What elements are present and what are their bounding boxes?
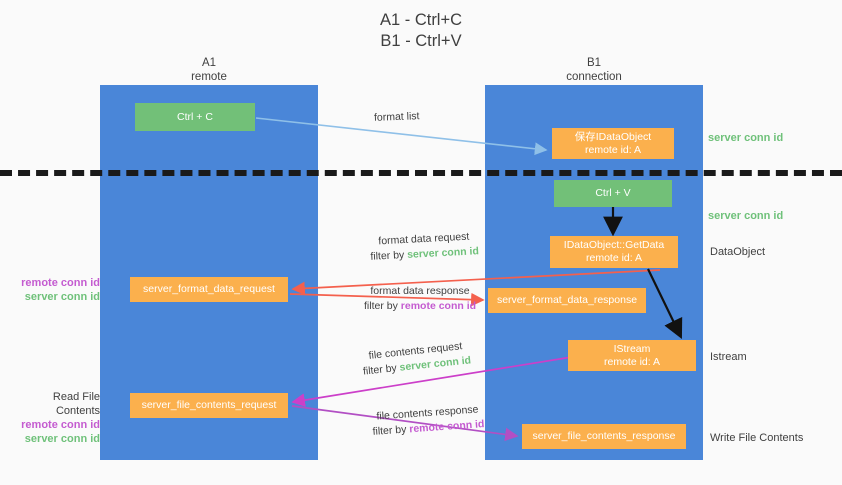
filter-prefix: filter by bbox=[364, 300, 401, 312]
note-middle-conn-ids: remote conn id server conn id bbox=[10, 276, 100, 304]
title-line-2: B1 - Ctrl+V bbox=[380, 32, 462, 50]
edge-label-file-contents-request: file contents request filter by server c… bbox=[361, 338, 472, 379]
box-ctrl-v-label: Ctrl + V bbox=[595, 187, 631, 199]
lane-header-a1: A1 remote bbox=[119, 57, 299, 84]
lane-header-b1-sub: connection bbox=[566, 70, 622, 83]
box-ctrl-c[interactable]: Ctrl + C bbox=[135, 103, 255, 131]
edge-label-file-contents-response: file contents response filter by remote … bbox=[371, 402, 485, 440]
box-server-file-contents-request[interactable]: server_file_contents_request bbox=[130, 393, 288, 418]
box-server-file-contents-response-label: server_file_contents_response bbox=[532, 430, 676, 442]
separator-dashed-line bbox=[0, 170, 842, 176]
lane-header-b1: B1 connection bbox=[504, 57, 684, 84]
box-istream-remote-id: remote id: A bbox=[603, 355, 661, 368]
filter-id-remote-conn-id: remote conn id bbox=[408, 418, 485, 436]
edge-label-format-data-response-line1: format data response bbox=[370, 285, 470, 297]
filter-id-server-conn-id: server conn id bbox=[406, 245, 480, 261]
note-bottom-remote-conn-id: remote conn id bbox=[21, 419, 100, 431]
box-idataobject-getdata[interactable]: IDataObject::GetData remote id: A bbox=[550, 236, 678, 268]
box-ctrl-c-label: Ctrl + C bbox=[177, 110, 213, 123]
box-server-file-contents-request-label: server_file_contents_request bbox=[141, 399, 277, 411]
side-label-write-file-contents: Write File Contents bbox=[710, 432, 804, 444]
note-middle-server-conn-id: server conn id bbox=[24, 291, 100, 303]
title-line-1: A1 - Ctrl+C bbox=[379, 11, 463, 29]
box-server-file-contents-response[interactable]: server_file_contents_response bbox=[522, 424, 686, 449]
edge-label-format-list: format list bbox=[374, 109, 420, 126]
lane-header-a1-sub: remote bbox=[191, 70, 227, 83]
box-ctrl-v[interactable]: Ctrl + V bbox=[554, 180, 672, 207]
note-bottom-server-conn-id: server conn id bbox=[24, 433, 100, 445]
box-server-format-data-request[interactable]: server_format_data_request bbox=[130, 277, 288, 302]
note-middle-remote-conn-id: remote conn id bbox=[21, 277, 100, 289]
tag-server-conn-id-second: server conn id bbox=[708, 210, 784, 222]
note-read-file-contents: Read File Contents remote conn id server… bbox=[6, 390, 100, 446]
box-istream[interactable]: IStream remote id: A bbox=[568, 340, 696, 371]
filter-prefix: filter by bbox=[362, 361, 401, 378]
tag-server-conn-id-top: server conn id bbox=[708, 132, 784, 144]
filter-prefix: filter by bbox=[370, 248, 408, 263]
filter-id-remote-conn-id: remote conn id bbox=[400, 300, 477, 312]
lane-header-b1-name: B1 bbox=[586, 57, 602, 69]
box-server-format-data-response[interactable]: server_format_data_response bbox=[488, 288, 646, 313]
note-read-file-contents-heading: Read File Contents bbox=[52, 391, 100, 417]
filter-prefix: filter by bbox=[372, 423, 410, 438]
edge-label-format-data-response: format data response filter by remote co… bbox=[364, 284, 476, 314]
edge-label-format-data-request: format data request filter by server con… bbox=[369, 229, 479, 265]
box-server-format-data-request-label: server_format_data_request bbox=[143, 283, 275, 295]
side-label-dataobject: DataObject bbox=[710, 246, 766, 258]
edge-label-format-data-response-filter: filter by remote conn id bbox=[364, 299, 476, 314]
lane-header-a1-name: A1 bbox=[201, 57, 217, 69]
box-save-idataobject-remote-id: remote id: A bbox=[584, 143, 642, 156]
box-istream-label: IStream bbox=[613, 342, 651, 355]
diagram-title: A1 - Ctrl+C B1 - Ctrl+V bbox=[0, 10, 842, 52]
box-save-idataobject-label: 保存IDataObject bbox=[574, 130, 652, 143]
box-idataobject-getdata-remote-id: remote id: A bbox=[585, 252, 643, 264]
box-save-idataobject[interactable]: 保存IDataObject remote id: A bbox=[552, 128, 674, 159]
edge-label-format-list-line1: format list bbox=[373, 110, 420, 124]
side-label-istream: Istream bbox=[710, 351, 747, 363]
box-idataobject-getdata-label: IDataObject::GetData bbox=[563, 239, 665, 251]
box-server-format-data-response-label: server_format_data_response bbox=[496, 294, 638, 306]
